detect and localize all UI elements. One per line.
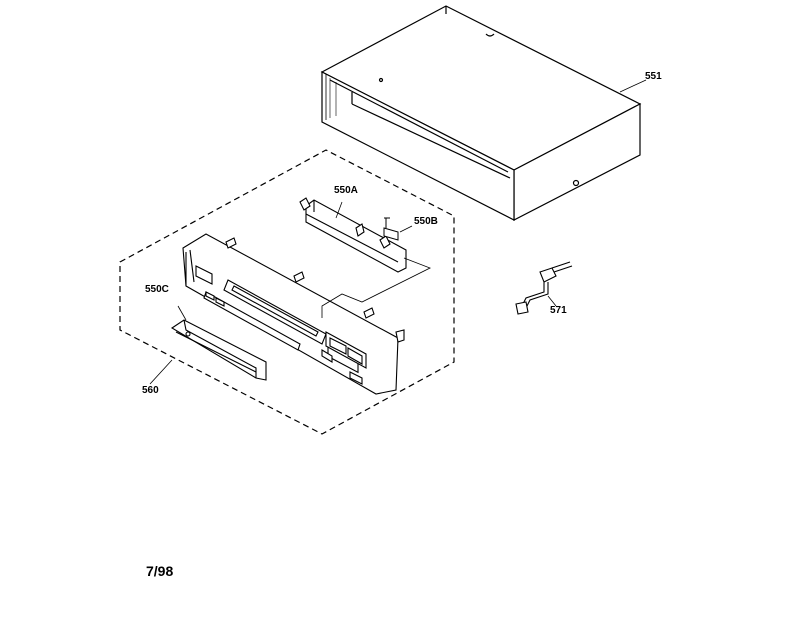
label-panel-top: 550A	[334, 185, 358, 196]
label-cabinet: 551	[645, 71, 662, 82]
small-part-550b	[384, 218, 412, 240]
front-panel	[183, 234, 404, 394]
label-panel-right: 550B	[414, 216, 438, 227]
label-front-panel: 560	[142, 385, 159, 396]
panel-strip-550c	[172, 306, 266, 380]
bracket-571	[516, 262, 572, 314]
label-bracket: 571	[550, 305, 567, 316]
date-stamp: 7/98	[146, 563, 174, 579]
leader-560	[150, 360, 172, 384]
button-board-550a	[300, 198, 430, 318]
label-panel-left: 550C	[145, 284, 169, 295]
assembly-boundary	[120, 150, 454, 434]
cabinet-cover	[322, 6, 646, 220]
